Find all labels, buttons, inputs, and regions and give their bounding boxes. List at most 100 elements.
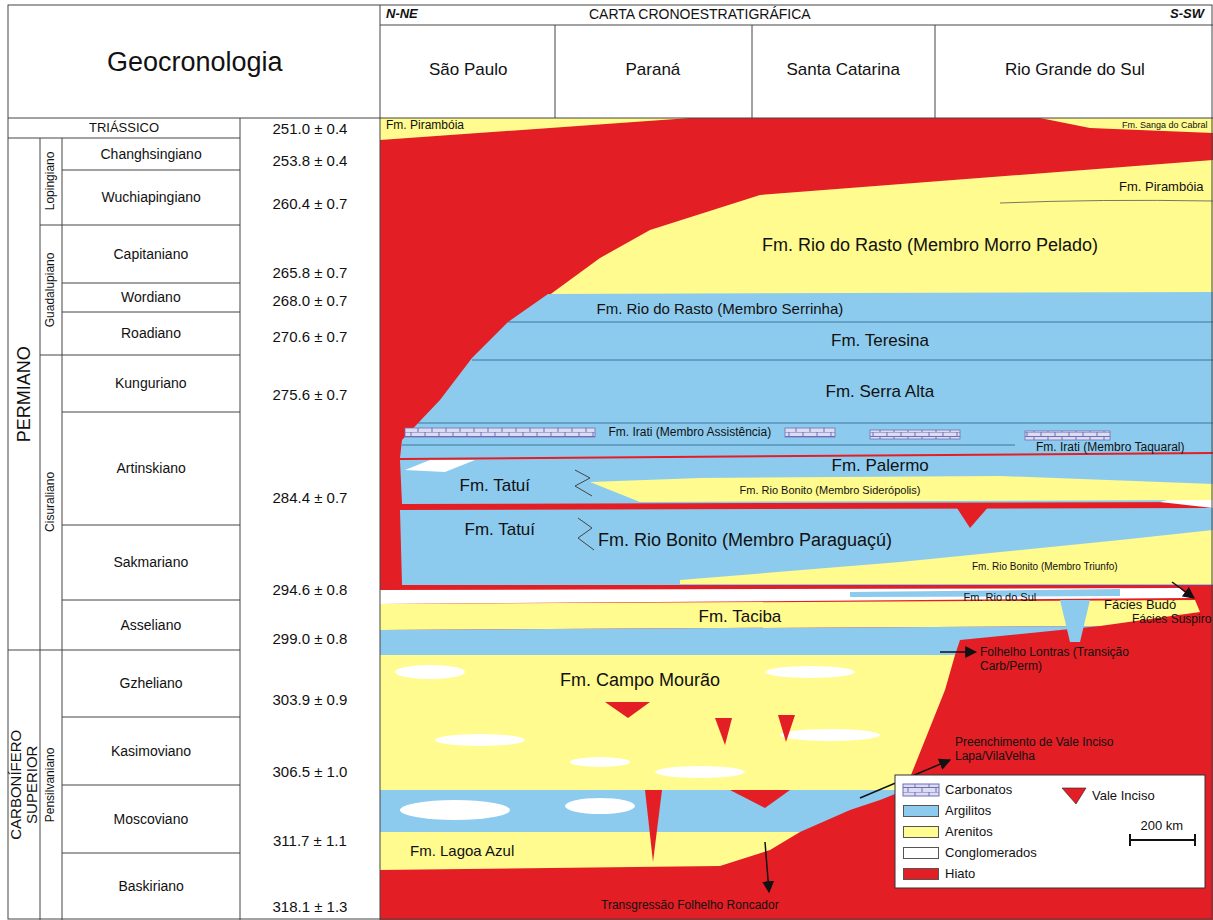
conglomerate-lens xyxy=(400,800,510,820)
legend-text: Argilitos xyxy=(945,804,991,818)
formation-label: Fm. Palermo xyxy=(832,456,929,476)
legend-text: Conglomerados xyxy=(945,846,1037,860)
legend-text: Arenitos xyxy=(945,825,993,839)
formation-label: Fm. Rio do Rasto (Membro Serrinha) xyxy=(597,300,844,317)
formation-label: Transgressão Folhelho Roncador xyxy=(601,899,779,913)
table-grid xyxy=(8,5,1213,920)
formation-label: Fm. Rio do Rasto (Membro Morro Pelado) xyxy=(762,235,1098,256)
conglomerate-unit xyxy=(405,460,475,472)
formation-label: Fm. Pirambóia xyxy=(386,119,464,133)
age-value: 299.0 ± 0.8 xyxy=(273,630,348,647)
formation-label: Fácies Budó xyxy=(1104,598,1176,613)
stage-name: Roadiano xyxy=(121,325,181,341)
age-value: 294.6 ± 0.8 xyxy=(273,581,348,598)
carbonate-layer xyxy=(405,428,595,437)
age-value: 284.4 ± 0.7 xyxy=(273,489,348,506)
formation-label: Folhelho Lontras (Transição Carb/Perm) xyxy=(980,646,1130,674)
leader-arrow xyxy=(1172,582,1194,598)
sandstone-unit xyxy=(380,832,800,870)
incised-valley xyxy=(730,790,790,808)
age-value: 303.9 ± 0.9 xyxy=(273,691,348,708)
header-label: CARTA CRONOESTRATIGRÁFICA xyxy=(589,6,811,22)
formation-label: Fm. Taciba xyxy=(699,607,782,627)
stage-name: Moscoviano xyxy=(114,811,189,827)
scale-label: 200 km xyxy=(1141,819,1184,834)
age-value: 268.0 ± 0.7 xyxy=(273,292,348,309)
header-label: Geocronologia xyxy=(107,47,283,78)
stage-name: Wuchiapingiano xyxy=(102,189,201,205)
formation-label: Fm. Lagoa Azul xyxy=(410,842,514,859)
legend-text: Vale Inciso xyxy=(1092,789,1155,803)
header-label: Paraná xyxy=(626,60,681,80)
sandstone-unit xyxy=(380,655,955,790)
header-label: N-NE xyxy=(386,7,418,22)
header-label: Rio Grande do Sul xyxy=(1005,60,1145,80)
mudstone-unit xyxy=(380,790,905,832)
mudstone-unit xyxy=(400,292,1213,458)
carbonate-layer xyxy=(785,428,835,437)
formation-label: Preenchimento de Vale Inciso Lapa/VilaVe… xyxy=(955,736,1140,764)
conglomerate-lens xyxy=(435,734,525,746)
formation-label: Fm. Rio do Sul xyxy=(964,591,1037,604)
epoch-name: Lopingiano xyxy=(44,136,58,226)
formation-label: Fm. Rio Bonito (Membro Triunfo) xyxy=(972,561,1118,573)
conglomerate-lens xyxy=(395,665,465,679)
stage-name: Asseliano xyxy=(121,617,182,633)
stage-name: Wordiano xyxy=(121,289,181,305)
header-label: Santa Catarina xyxy=(787,60,900,80)
incised-valley xyxy=(715,718,732,745)
legend-swatch xyxy=(903,847,939,859)
sandstone-unit xyxy=(590,476,1213,502)
age-value: 275.6 ± 0.7 xyxy=(273,386,348,403)
stage-name: Baskiriano xyxy=(119,878,184,894)
leader-arrow xyxy=(940,651,976,653)
sandstone-unit xyxy=(1040,118,1213,133)
stage-name: Artinskiano xyxy=(117,460,186,476)
epoch-name: Cisuraliano xyxy=(44,442,58,562)
age-value: 318.1 ± 1.3 xyxy=(273,898,348,915)
mudstone-unit xyxy=(400,508,1213,585)
age-value: 265.8 ± 0.7 xyxy=(273,264,348,281)
conglomerate-lens xyxy=(765,666,855,678)
mudstone-unit xyxy=(400,454,1213,504)
unit-boundary xyxy=(402,322,1213,445)
legend-box xyxy=(895,775,1205,888)
stage-name: Kasimoviano xyxy=(111,743,191,759)
formation-label: Fm. Tatuí xyxy=(460,476,531,496)
epoch-name: Pensilvaniano xyxy=(44,725,58,845)
formation-label: Fm. Tatuí xyxy=(465,520,536,540)
table-line xyxy=(8,5,1213,920)
conglomerate-lens xyxy=(780,729,880,741)
legend-text: Hiato xyxy=(945,867,975,881)
header-label: S-SW xyxy=(1170,7,1204,22)
scale-bar xyxy=(1130,834,1195,846)
legend-swatch xyxy=(903,868,939,880)
formation-label: Fm. Serra Alta xyxy=(826,382,935,402)
period-name: CARBONÍFERO SUPERIOR xyxy=(8,710,40,860)
unit-boundary xyxy=(1000,200,1213,203)
formation-label: Fm. Teresina xyxy=(831,331,929,351)
incised-valley xyxy=(645,790,662,862)
carbonate-layer xyxy=(1025,431,1110,440)
sandstone-unit xyxy=(380,118,690,140)
formation-label: Fm. Pirambóia xyxy=(1119,180,1204,195)
hiatus-ground xyxy=(380,118,1213,920)
conglomerate-lens xyxy=(565,798,635,814)
incised-valley xyxy=(778,715,795,742)
sandstone-unit xyxy=(548,160,1213,296)
legend-swatch xyxy=(903,826,939,838)
legend-swatch xyxy=(903,805,939,817)
formation-label: Fm. Rio Bonito (Membro Siderópolis) xyxy=(740,484,921,497)
stage-name: Changhsingiano xyxy=(101,146,202,162)
mudstone-unit xyxy=(1060,600,1090,642)
stage-name: Kunguriano xyxy=(115,375,187,391)
age-value: 253.8 ± 0.4 xyxy=(273,152,348,169)
formation-label: Fm. Campo Mourão xyxy=(560,670,720,691)
table-border xyxy=(8,5,1212,919)
legend-text: Carbonatos xyxy=(945,783,1012,797)
stage-name: Gzheliano xyxy=(120,675,183,691)
formation-label: Fm. Irati (Membro Taquaral) xyxy=(1036,441,1184,455)
period-name: PERMIANO xyxy=(14,294,35,494)
legend-valley-symbol xyxy=(1062,788,1086,804)
